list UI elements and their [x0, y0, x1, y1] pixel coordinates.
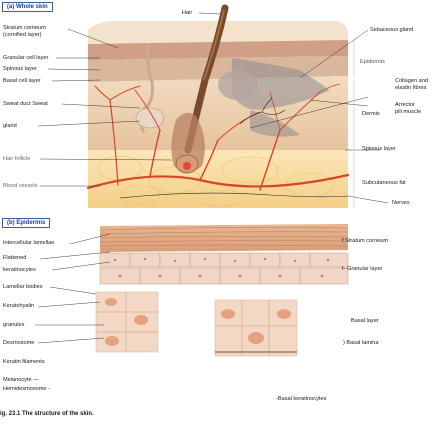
label-hemidesmosome: Hemidesmosome -: [3, 386, 50, 392]
label-melanocyte: Melanocyte —: [3, 377, 39, 383]
granular-layer-cells: [99, 252, 349, 285]
label-gland: gland: [3, 123, 17, 129]
label-spinous-layer: Spinous layer: [3, 66, 37, 72]
whole-skin-block: [86, 4, 350, 208]
panel-a-title: (a) Whole skin: [2, 2, 53, 12]
label-keratinocytes: keratinocytes: [3, 267, 36, 273]
label-basal-layer: Basal layer: [351, 318, 379, 324]
label-hair: Hair: [182, 10, 193, 16]
label-granular-cell-layer: Granular cell layer: [3, 55, 49, 61]
label-stratum-corneum-b: f Stratum corneum: [342, 238, 389, 244]
sebaceous-gland-shape: [218, 70, 258, 100]
label-nerves: Nerves: [392, 200, 410, 206]
granular-layer-dots: [113, 257, 330, 278]
label-hair-follicle: Hair follicle: [3, 156, 31, 162]
label-stratum-corneum: Stratum corneum: [3, 25, 46, 31]
label-dermis: Dermis: [362, 111, 380, 117]
panel-b-leader-lines: [35, 233, 111, 344]
detail-box-right: [214, 299, 298, 357]
label-granular-layer-b: f- Granular layer: [342, 266, 383, 272]
label-keratohyalin: Keratohyalin: [3, 303, 35, 309]
label-collagen: Collagen and: [395, 78, 428, 84]
label-cornified-layer: (cornified layer): [3, 32, 42, 38]
nerves: [119, 97, 349, 199]
figure-caption: ig. 23.1 The structure of the skin.: [0, 411, 94, 417]
collagen-fibres: [232, 58, 330, 137]
detail-box-left: [95, 291, 159, 353]
label-basal-lamina: ) Basal lamina: [343, 340, 379, 346]
label-arrector: Arrector: [395, 102, 415, 108]
label-basal-cell-layer: Basal cell layer: [3, 78, 41, 84]
panel-b-title: (b) Epidermis: [2, 218, 51, 228]
label-sebaceous-gland: Sebaceous gland: [370, 27, 414, 33]
sweat-gland: [135, 43, 165, 133]
label-basal-keratinocytes: -Basal keratinocytes: [276, 396, 327, 402]
label-spinous-layer-right: Spinous layer: [362, 146, 396, 152]
label-flattened: Flattened: [3, 255, 27, 261]
label-subcutaneous-fat: Subcutaneous fat: [362, 180, 406, 186]
label-pili-muscle: pili muscle: [395, 109, 422, 115]
label-elastin-fibres: elastin fibres: [395, 85, 427, 91]
hair-shaft-highlight: [203, 9, 225, 81]
label-granules: granules: [3, 322, 25, 328]
label-blood-vessels: Blood vessels: [3, 183, 38, 189]
label-keratin-filaments: Keratin filaments: [3, 359, 45, 365]
dermal-papilla: [183, 162, 191, 170]
panel-a-leader-lines: [37, 12, 389, 204]
label-epidermis: Epidermis: [360, 59, 385, 65]
label-intercellular-lamellae: Intercellular lamellae: [3, 240, 55, 246]
label-desmosome: Desmosome: [3, 340, 35, 346]
label-sweat-duct: Sweat duct Sweat: [3, 101, 48, 107]
subcutaneous-fat-layer: [88, 150, 348, 208]
stratum-corneum-band: [88, 40, 348, 60]
label-lamellar-bodies: Lamellar bodies: [3, 284, 43, 290]
epidermis-stratum-corneum: [99, 224, 349, 252]
blood-vessels: [86, 83, 350, 191]
